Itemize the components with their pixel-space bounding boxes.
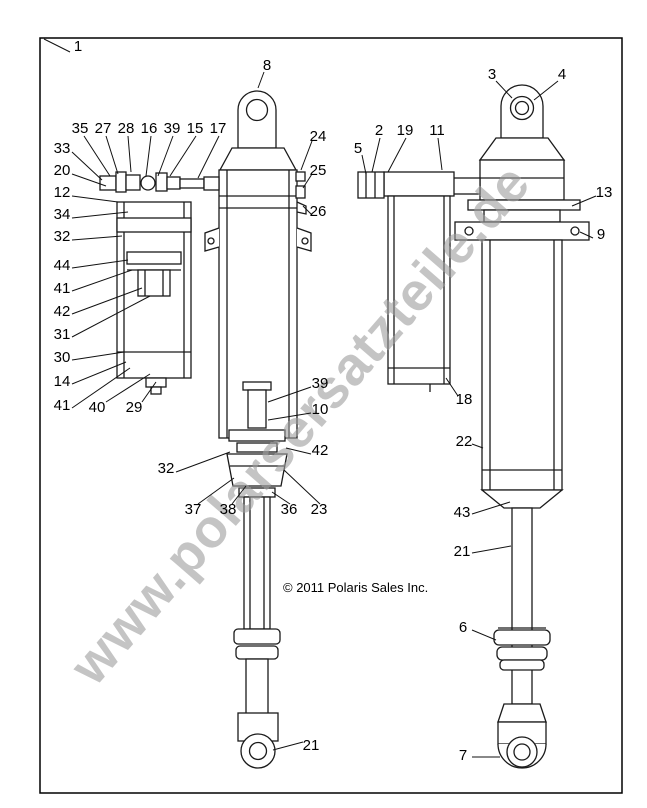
reservoir-piston [126,251,182,265]
right-fitting-hex [357,171,385,199]
left-seal-head-parts [226,381,288,498]
callout-13: 13 [596,184,613,201]
callout-7: 7 [459,747,467,764]
clip-25 [295,185,306,199]
callouts: 1 8 35 27 28 16 39 15 17 33 20 12 34 32 … [54,38,613,764]
callout-39a: 39 [164,120,181,137]
left-top-eyelet-hole [245,98,269,122]
callout-43: 43 [454,504,471,521]
callout-28: 28 [118,120,135,137]
right-reservoir-cap [383,171,455,197]
callout-42a: 42 [54,303,71,320]
callout-17: 17 [210,120,227,137]
callout-42b: 42 [312,442,329,459]
callout-41a: 41 [54,280,71,297]
callout-20: 20 [54,162,71,179]
callout-14: 14 [54,373,71,390]
callout-44: 44 [54,257,71,274]
callout-34: 34 [54,206,71,223]
right-bottom-cap [480,489,564,509]
copyright-text: © 2011 Polaris Sales Inc. [283,580,428,595]
callout-5: 5 [354,140,362,157]
right-shaft [511,507,533,705]
callout-9: 9 [597,226,605,243]
right-body-cylinder [481,239,563,491]
callout-21b: 21 [454,543,471,560]
callout-10: 10 [312,401,329,418]
callout-25: 25 [310,162,327,179]
callout-21a: 21 [303,737,320,754]
callout-12: 12 [54,184,71,201]
callout-33: 33 [54,140,71,157]
right-bump-stop [493,629,551,646]
right-reservoir [387,195,451,385]
right-head-block [479,159,565,201]
callout-27: 27 [95,120,112,137]
callout-40: 40 [89,399,106,416]
callout-29: 29 [126,399,143,416]
callout-38: 38 [220,501,237,518]
callout-35: 35 [72,120,89,137]
callout-2: 2 [375,122,383,139]
callout-18: 18 [456,391,473,408]
callout-26: 26 [310,203,327,220]
callout-1: 1 [74,38,82,55]
callout-22: 22 [456,433,473,450]
callout-11: 11 [429,122,445,139]
callout-39b: 39 [312,375,329,392]
callout-19: 19 [397,122,414,139]
clip-24 [295,171,306,182]
left-bump-stop [233,628,281,645]
left-valve-assembly [99,171,220,193]
diagram-border [39,37,623,794]
callout-23: 23 [311,501,328,518]
callout-24: 24 [310,128,327,145]
callout-32b: 32 [158,460,175,477]
callout-3: 3 [488,66,496,83]
callout-31: 31 [54,326,71,343]
left-top-shoulder [218,147,298,171]
callout-16: 16 [141,120,158,137]
callout-37: 37 [185,501,202,518]
callout-32a: 32 [54,228,71,245]
callout-4: 4 [558,66,566,83]
left-shaft [243,496,271,630]
callout-15: 15 [187,120,204,137]
clip-26 [296,201,307,215]
leader-lines [43,38,597,758]
callout-6: 6 [459,619,467,636]
callout-8: 8 [263,57,271,74]
right-shock-assembly [357,84,590,769]
callout-41b: 41 [54,397,71,414]
callout-36: 36 [281,501,298,518]
callout-30: 30 [54,349,71,366]
